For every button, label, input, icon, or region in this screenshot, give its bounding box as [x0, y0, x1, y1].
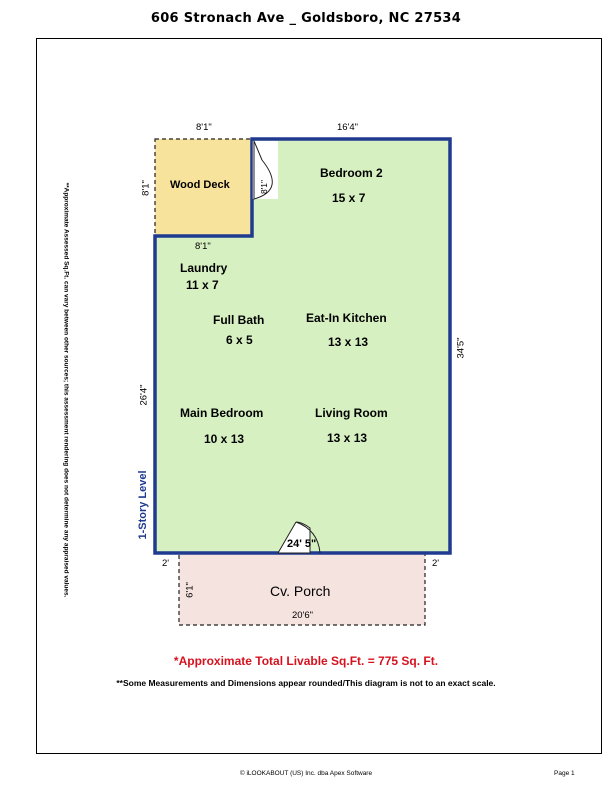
- level-label: 1-Story Level: [137, 470, 149, 540]
- room-bedroom-2: Bedroom 2: [320, 166, 383, 180]
- room-main-bedroom-size: 10 x 13: [204, 432, 245, 446]
- dim-deck-right: 8'1": [259, 179, 269, 195]
- room-living-room: Living Room: [315, 406, 388, 420]
- room-full-bath-size: 6 x 5: [226, 333, 253, 347]
- porch-area: [178, 552, 426, 626]
- dim-bottom: 24' 5": [287, 538, 317, 550]
- dim-right: 34'5": [455, 337, 467, 359]
- door-swing-front: [277, 521, 321, 554]
- room-bedroom-2-size: 15 x 7: [332, 191, 366, 205]
- dim-deck-left: 8'1": [140, 180, 152, 196]
- room-wood-deck: Wood Deck: [170, 179, 230, 191]
- dim-porch-depth: 6'1": [184, 582, 196, 598]
- dim-left: 26'4": [138, 384, 150, 406]
- diagram-frame: [36, 38, 602, 754]
- scale-note: **Some Measurements and Dimensions appea…: [116, 678, 496, 688]
- dim-top-right: 16'4": [337, 122, 359, 133]
- room-eat-in-kitchen-size: 13 x 13: [328, 335, 369, 349]
- room-main-bedroom: Main Bedroom: [180, 406, 264, 420]
- dim-deck-bottom: 8'1": [195, 241, 211, 252]
- room-eat-in-kitchen: Eat-In Kitchen: [306, 311, 387, 325]
- room-full-bath: Full Bath: [213, 313, 265, 327]
- room-covered-porch: Cv. Porch: [270, 583, 331, 599]
- wood-deck-area: [154, 138, 253, 237]
- page-title: 606 Stronach Ave _ Goldsboro, NC 27534: [150, 11, 462, 26]
- dim-porch-right-gap: 2': [432, 558, 440, 569]
- total-sqft: *Approximate Total Livable Sq.Ft. = 775 …: [173, 654, 439, 668]
- main-living-area: [153, 137, 452, 555]
- dim-porch-width: 20'6": [292, 610, 314, 621]
- dim-porch-left-gap: 2': [162, 558, 170, 569]
- page-number: Page 1: [554, 770, 575, 777]
- room-laundry: Laundry: [180, 261, 228, 275]
- room-laundry-size: 11 x 7: [186, 278, 219, 292]
- door-swing-deck: [251, 139, 278, 200]
- footer-copyright: © iLOOKABOUT (US) Inc. dba Apex Software: [239, 770, 373, 777]
- room-living-room-size: 13 x 13: [327, 431, 368, 445]
- dim-deck-top: 8'1": [196, 122, 212, 133]
